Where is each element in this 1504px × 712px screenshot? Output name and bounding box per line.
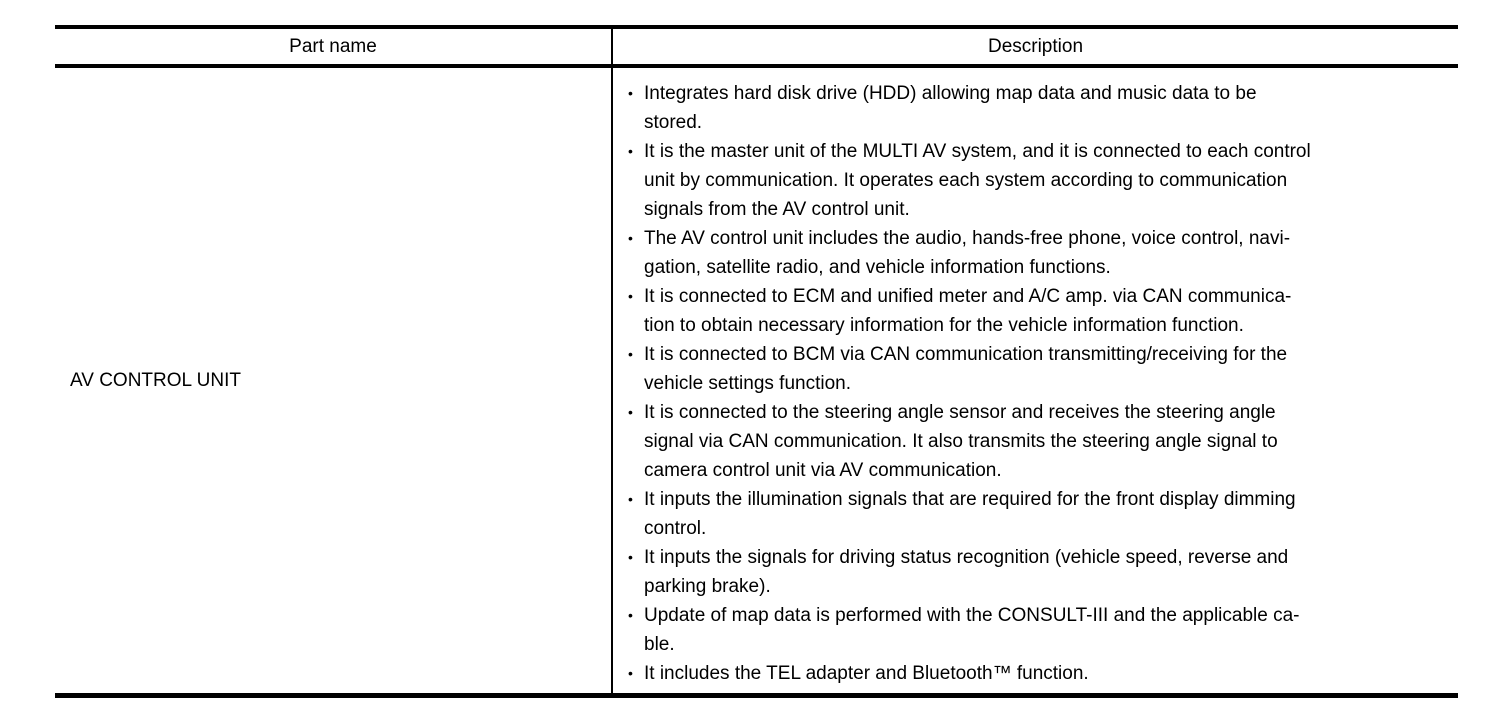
table-header-row: Part name Description [55, 25, 1458, 68]
description-bullet-item: It inputs the illumination signals that … [627, 485, 1440, 543]
column-header-description: Description [612, 25, 1458, 68]
description-bullet-item: It includes the TEL adapter and Bluetoot… [627, 659, 1440, 688]
column-header-part-name: Part name [55, 25, 613, 68]
description-bullet-item: It is connected to the steering angle se… [627, 398, 1440, 485]
description-bullet-list: Integrates hard disk drive (HDD) allowin… [627, 79, 1440, 688]
description-bullet-item: It is the master unit of the MULTI AV sy… [627, 137, 1440, 224]
part-name-cell: AV CONTROL UNIT [55, 66, 613, 698]
description-cell: Integrates hard disk drive (HDD) allowin… [612, 66, 1458, 698]
description-bullet-item: Update of map data is performed with the… [627, 601, 1440, 659]
table-row: AV CONTROL UNIT Integrates hard disk dri… [55, 66, 1458, 698]
description-bullet-item: Integrates hard disk drive (HDD) allowin… [627, 79, 1440, 137]
description-bullet-item: It is connected to BCM via CAN communica… [627, 340, 1440, 398]
parts-description-table: Part name Description AV CONTROL UNIT In… [55, 25, 1458, 698]
description-bullet-item: It is connected to ECM and unified meter… [627, 282, 1440, 340]
description-bullet-item: The AV control unit includes the audio, … [627, 224, 1440, 282]
description-bullet-item: It inputs the signals for driving status… [627, 543, 1440, 601]
